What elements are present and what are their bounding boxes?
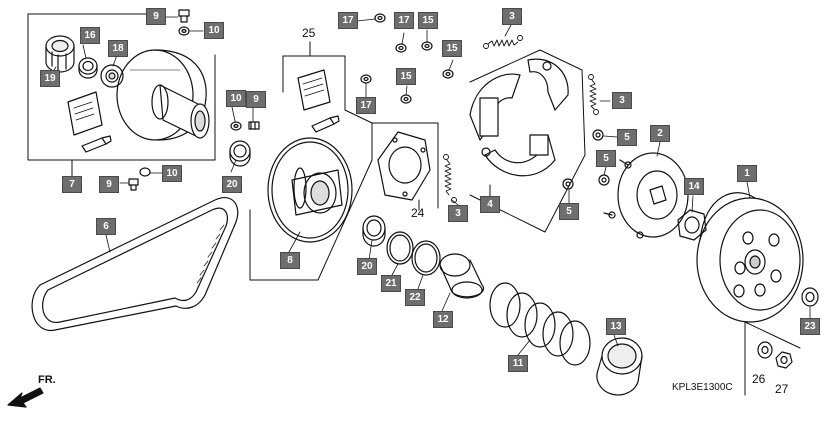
driven-face-pulley [267, 137, 353, 243]
direction-label: FR. [38, 374, 56, 386]
bolt-9-bottom [128, 178, 139, 191]
bushing [596, 337, 643, 396]
callout-6[interactable]: 6 [96, 218, 116, 235]
oil-seal-20-left [229, 140, 251, 167]
oil-seal-16 [78, 57, 98, 79]
nut-10-mid [230, 121, 242, 131]
nut-10-bottom [139, 167, 151, 177]
o-ring-21 [386, 231, 414, 265]
callout-23[interactable]: 23 [800, 318, 820, 335]
grease-tube-icon [81, 135, 112, 153]
callout-17-b[interactable]: 17 [394, 12, 414, 29]
clutch-outer-drum [696, 192, 804, 323]
clutch-spring-right [588, 74, 599, 115]
label-25: 25 [302, 26, 316, 40]
callout-15-b[interactable]: 15 [442, 40, 462, 57]
callout-11[interactable]: 11 [508, 355, 528, 372]
figure-code: KPL3E1300C [672, 382, 733, 393]
callout-1[interactable]: 1 [737, 165, 757, 182]
callout-10-bottom[interactable]: 10 [162, 165, 182, 182]
callout-9-mid[interactable]: 9 [246, 91, 266, 108]
bolt-9-mid [248, 121, 260, 130]
callout-21[interactable]: 21 [381, 275, 401, 292]
nut-23 [801, 287, 819, 307]
lock-nut-14 [677, 209, 707, 241]
nut-5-a [592, 129, 604, 141]
callout-18[interactable]: 18 [108, 40, 128, 57]
nut-5-c [562, 178, 574, 190]
clutch-spring-left [443, 154, 457, 203]
callout-17-c[interactable]: 17 [356, 97, 376, 114]
callout-15-c[interactable]: 15 [396, 68, 416, 85]
callout-22[interactable]: 22 [405, 289, 425, 306]
clutch-spring-top [483, 35, 523, 49]
washer-15-b [442, 69, 454, 79]
callout-5-c[interactable]: 5 [559, 203, 579, 220]
callout-3-left[interactable]: 3 [448, 205, 468, 222]
nut-27 [775, 351, 793, 369]
callout-5-a[interactable]: 5 [617, 129, 637, 146]
callout-2[interactable]: 2 [650, 125, 670, 142]
callout-14[interactable]: 14 [684, 178, 704, 195]
callout-5-b[interactable]: 5 [596, 150, 616, 167]
clutch-plate-group-outline [371, 122, 439, 211]
callout-3-top[interactable]: 3 [502, 8, 522, 25]
document-icon [67, 91, 103, 136]
front-direction-arrow-icon [7, 387, 44, 408]
callout-3-right[interactable]: 3 [612, 92, 632, 109]
oil-seal-20-right [362, 215, 386, 247]
callout-20-right[interactable]: 20 [357, 258, 377, 275]
callout-12[interactable]: 12 [433, 311, 453, 328]
callout-9-top[interactable]: 9 [146, 8, 166, 25]
leader-lines [82, 16, 811, 356]
callout-9-bottom[interactable]: 9 [99, 176, 119, 193]
grease-tube-icon-2 [311, 115, 340, 133]
nut-17-a [374, 13, 386, 23]
clutch-drive-plate [603, 152, 689, 239]
washer-15-c [400, 94, 412, 104]
document-icon-2 [297, 69, 331, 111]
spring-collar [439, 253, 485, 299]
needle-bearing [45, 35, 75, 73]
callout-13[interactable]: 13 [606, 318, 626, 335]
clutch-plate [377, 131, 431, 201]
clutch-shoe-group-outline [469, 49, 586, 233]
bearing-18 [100, 64, 124, 88]
washer-nut-group-outline [744, 321, 801, 396]
clutch-shoes [469, 58, 569, 177]
callout-19[interactable]: 19 [40, 70, 60, 87]
label-27: 27 [775, 382, 789, 396]
drive-face-pulley [116, 49, 210, 141]
callout-7[interactable]: 7 [62, 176, 82, 193]
washer-15-a [421, 41, 433, 51]
drive-face-group-outline [27, 13, 216, 177]
washer-26 [757, 341, 773, 359]
callout-16[interactable]: 16 [80, 27, 100, 44]
compression-spring [489, 282, 591, 366]
callout-17-a[interactable]: 17 [338, 12, 358, 29]
driven-face-group-outline [249, 41, 373, 281]
o-ring-22 [411, 240, 441, 276]
nut-10-top [178, 26, 190, 36]
callout-20-left[interactable]: 20 [222, 176, 242, 193]
callout-10-mid[interactable]: 10 [226, 90, 246, 107]
callout-8[interactable]: 8 [280, 252, 300, 269]
drive-belt [31, 197, 239, 331]
bolt-9-top [178, 9, 190, 23]
callout-4[interactable]: 4 [480, 196, 500, 213]
nut-17-b [395, 43, 407, 53]
nut-17-c [360, 74, 372, 84]
label-24: 24 [411, 206, 425, 220]
callout-10-top[interactable]: 10 [204, 22, 224, 39]
callout-15-a[interactable]: 15 [418, 12, 438, 29]
label-26: 26 [752, 372, 766, 386]
nut-5-b [598, 174, 610, 186]
